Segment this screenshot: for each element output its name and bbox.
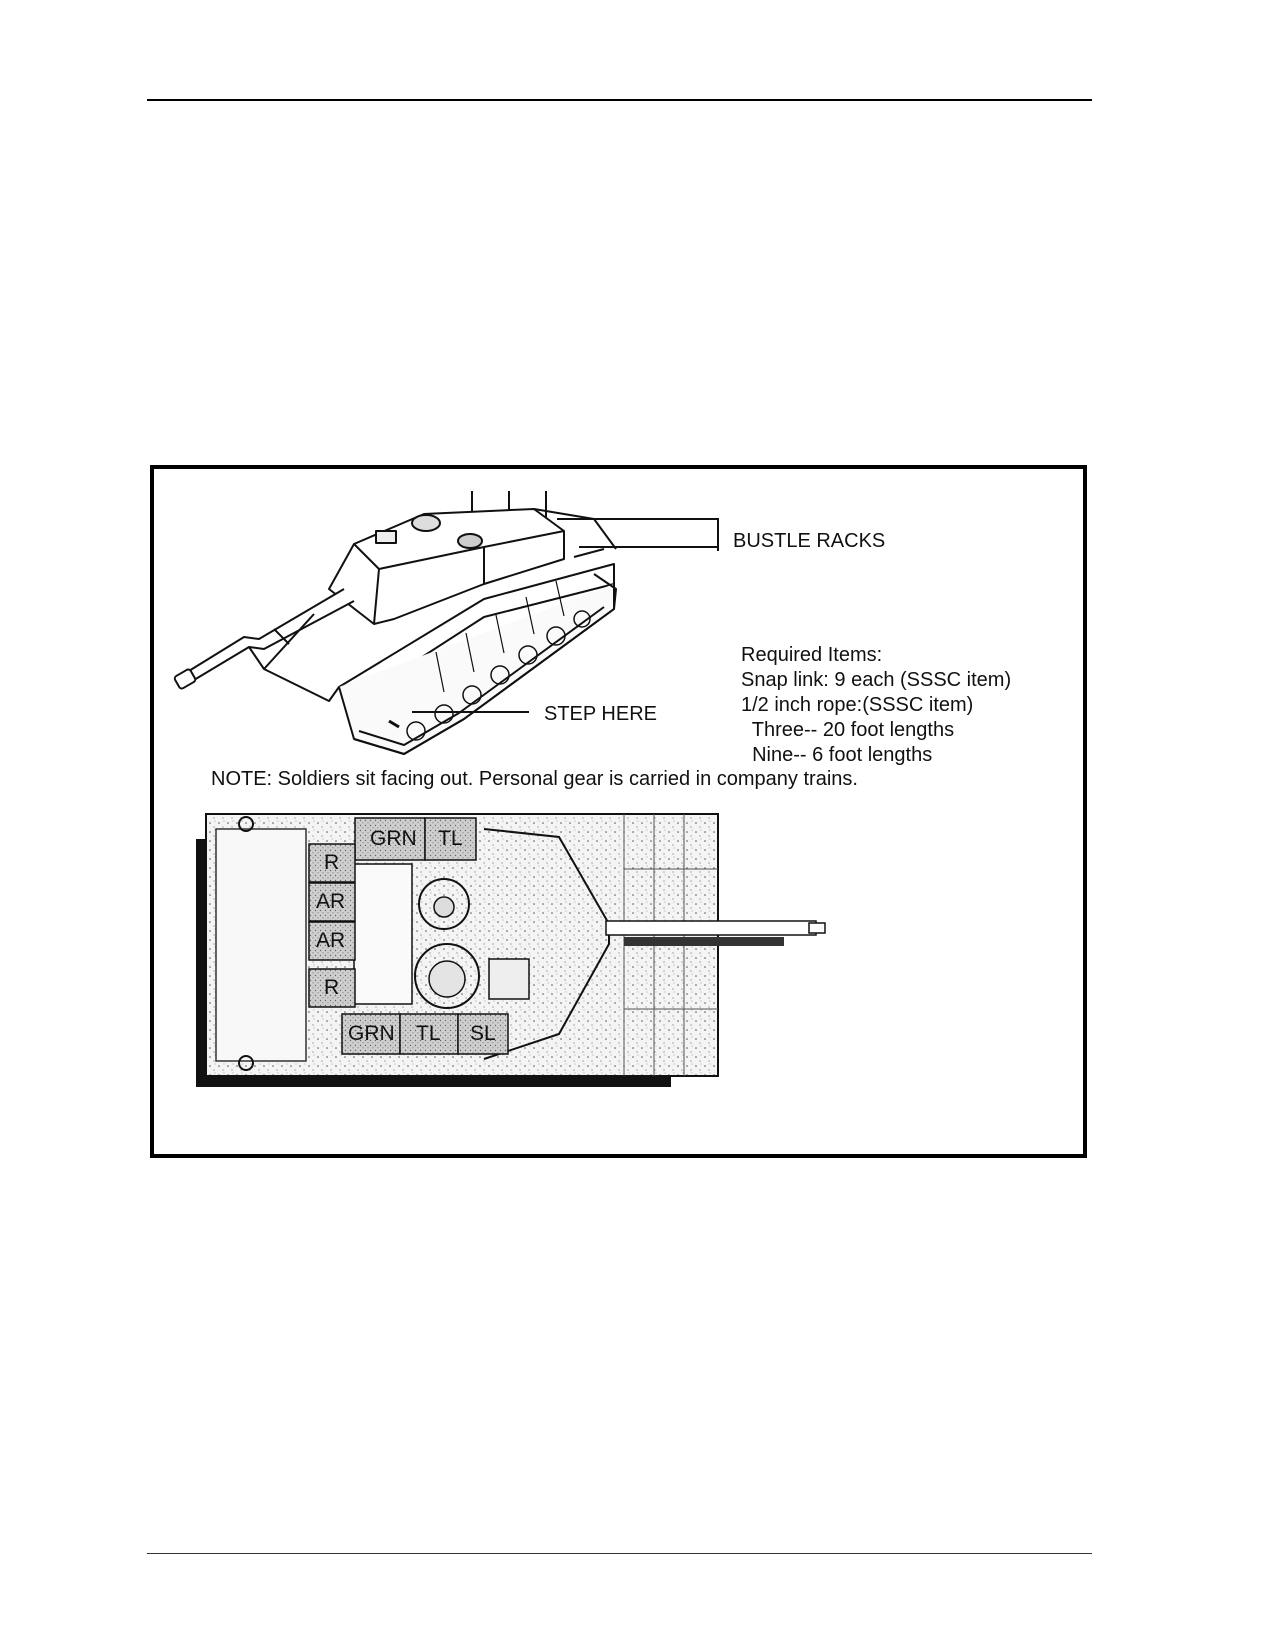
seat-blocks [308, 817, 509, 1055]
seat-label-ar-2: AR [316, 929, 346, 952]
seat-label-sl-bottom: SL [470, 1022, 496, 1045]
tank-top-view-drawing [196, 813, 826, 1087]
seat-label-grn-bottom: GRN [348, 1022, 395, 1045]
seat-label-ar-1: AR [316, 890, 346, 913]
required-items-heading: Required Items: [741, 644, 883, 666]
required-item-line: Nine-- 6 foot lengths [741, 744, 933, 766]
callout-leaders [412, 518, 719, 713]
seat-label-tl-bottom: TL [416, 1022, 441, 1045]
tank-side-view-drawing [173, 491, 617, 755]
seat-label-tl-top: TL [438, 827, 463, 850]
bustle-racks-label: BUSTLE RACKS [733, 530, 886, 552]
tank-riding-figure: BUSTLE RACKS STEP HERE Required Items: S… [150, 465, 1087, 1158]
tank-illustrations [173, 491, 826, 1087]
required-item-line: 1/2 inch rope:(SSSC item) [741, 694, 974, 716]
seat-label-r-2: R [324, 976, 340, 999]
footer-rule [147, 1553, 1092, 1554]
required-item-line: Three-- 20 foot lengths [741, 719, 955, 741]
required-item-line: Snap link: 9 each (SSSC item) [741, 669, 1012, 691]
header-rule [147, 99, 1092, 101]
seat-label-r-1: R [324, 851, 340, 874]
required-items-list: Required Items: Snap link: 9 each (SSSC … [741, 643, 1011, 768]
seat-label-grn-top: GRN [370, 827, 417, 850]
figure-note: NOTE: Soldiers sit facing out. Personal … [211, 768, 858, 790]
step-here-label: STEP HERE [544, 703, 657, 725]
